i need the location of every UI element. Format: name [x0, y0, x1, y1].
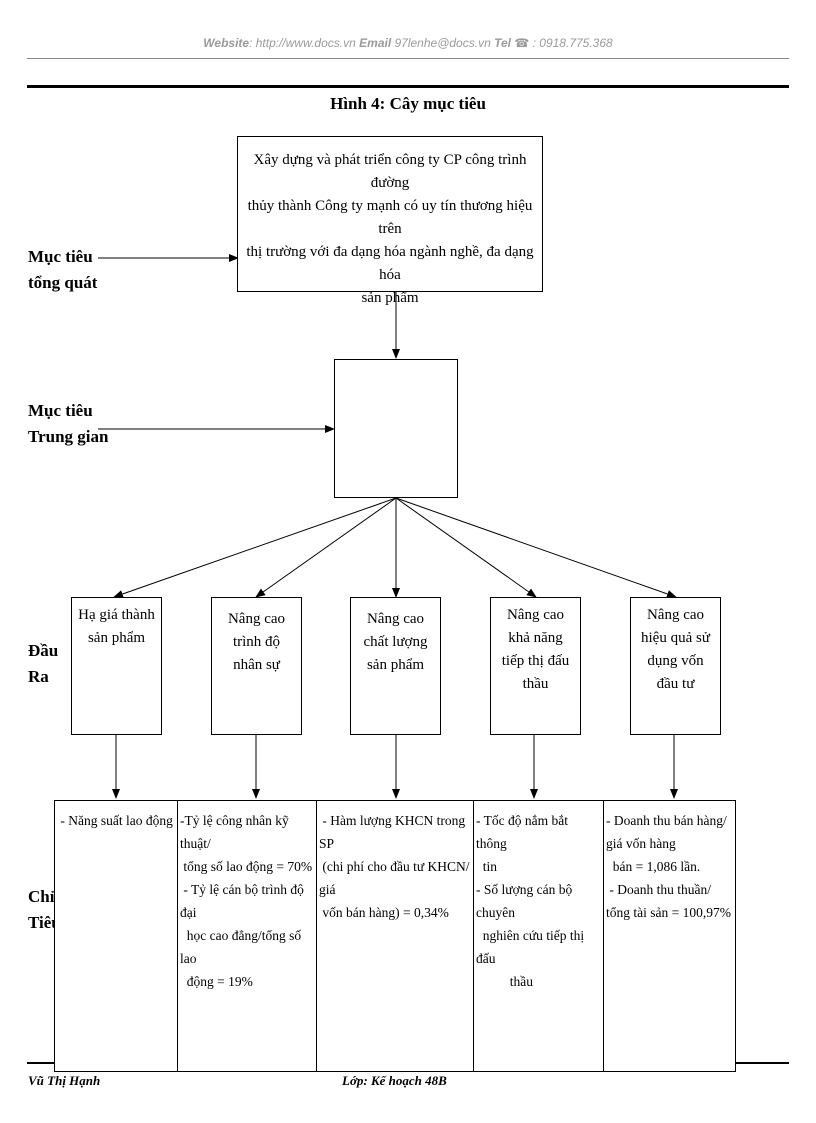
website-url[interactable]: : http://www.docs.vn — [249, 36, 356, 50]
footer-class: Lớp: Kế hoạch 48B — [342, 1073, 447, 1088]
label-line: Đầu — [28, 641, 59, 660]
website-label: Website — [203, 36, 250, 50]
indicator-line: - Hàm lượng KHCN trong SP — [319, 813, 469, 851]
output-line: sản phẩm — [366, 657, 425, 673]
footer-rule-left — [27, 1062, 55, 1064]
output-line: đầu tư — [656, 676, 695, 692]
indicator-line: bán = 1,086 lần. — [606, 859, 701, 874]
output-line: Nâng cao — [227, 611, 286, 627]
label-intermediate-goal: Mục tiêu Trung gian — [28, 398, 108, 450]
indicator-line: (chi phí cho đầu tư KHCN/ giá — [319, 859, 473, 897]
output-line: tiếp thị đấu — [501, 653, 570, 669]
indicator-line: tổng số lao động = 70% — [180, 859, 313, 874]
arrow-middle-to-output-1 — [113, 497, 397, 598]
output-box-staff-quality: Nâng cao trình độ nhân sự — [211, 597, 302, 735]
label-output: Đầu Ra — [28, 638, 58, 690]
output-box-bidding-capacity: Nâng cao khả năng tiếp thị đấu thầu — [490, 597, 581, 735]
page-header: Website: http://www.docs.vn Email 97lenh… — [0, 36, 816, 50]
indicator-line: - Doanh thu bán hàng/ — [606, 813, 727, 828]
footer-author: Vũ Thị Hạnh — [28, 1073, 101, 1088]
indicator-line: tổng tài sản = 100,97% — [606, 905, 731, 920]
output-box-capital-efficiency: Nâng cao hiệu quả sử dụng vốn đầu tư — [630, 597, 721, 735]
indicator-column-1: - Năng suất lao động — [54, 800, 178, 1072]
indicator-line: tin — [476, 859, 498, 874]
indicator-line: học cao đẳng/tổng số lao — [180, 928, 305, 966]
indicator-line: - Tỷ lệ cán bộ trình độ đại — [180, 882, 308, 920]
footer-rule-right — [735, 1062, 789, 1064]
output-line: khả năng — [508, 630, 563, 646]
goal-line: thị trường với đa dạng hóa ngành nghề, đ… — [246, 244, 534, 283]
indicator-column-4: - Tốc độ nắm bắt thông tin - Số lượng cá… — [473, 800, 604, 1072]
output-line: sản phẩm — [87, 630, 146, 646]
label-indicators: Chỉ Tiêu — [28, 884, 61, 936]
header-rule-thin — [27, 58, 789, 59]
arrow-middle-to-output-4 — [395, 497, 537, 598]
general-goal-box: Xây dựng và phát triển công ty CP công t… — [237, 136, 543, 306]
goal-line: Xây dựng và phát triển công ty CP công t… — [253, 152, 527, 191]
indicator-column-5: - Doanh thu bán hàng/ giá vốn hàng bán =… — [603, 800, 736, 1072]
indicator-column-3: - Hàm lượng KHCN trong SP (chi phí cho đ… — [316, 800, 474, 1072]
output-line: dụng vốn — [647, 653, 704, 669]
label-line: tổng quát — [28, 273, 98, 292]
arrow-middle-to-output-5 — [395, 497, 677, 598]
label-line: Tiêu — [28, 913, 61, 932]
goal-line: thủy thành Công ty mạnh có uy tín thương… — [247, 198, 533, 237]
arrow-middle-to-output-2 — [255, 497, 397, 598]
indicator-line: -Tỷ lệ công nhân kỹ thuật/ — [180, 813, 293, 851]
output-line: thầu — [522, 676, 549, 692]
figure-title: Hình 4: Cây mục tiêu — [330, 94, 486, 113]
goal-line: sản phẩm — [361, 290, 419, 306]
email-label: Email — [359, 36, 392, 50]
output-line: Nâng cao — [366, 611, 425, 627]
output-line: hiệu quả sử — [641, 630, 710, 646]
output-line: Nâng cao — [646, 607, 705, 623]
header-rule-thick — [27, 85, 789, 88]
indicator-line: - Tốc độ nắm bắt thông — [476, 813, 572, 851]
indicator-line: vốn bán hàng) = 0,34% — [319, 905, 449, 920]
output-box-reduce-cost: Hạ giá thành sản phẩm — [71, 597, 162, 735]
output-line: Hạ giá thành — [78, 607, 155, 623]
indicator-line: - Năng suất lao động — [57, 813, 173, 828]
output-line: Nâng cao — [506, 607, 565, 623]
tel-label: Tel — [494, 36, 511, 50]
indicator-line: động = 19% — [180, 974, 253, 989]
output-box-product-quality: Nâng cao chất lượng sản phẩm — [350, 597, 441, 735]
indicator-column-2: -Tỷ lệ công nhân kỹ thuật/ tổng số lao đ… — [177, 800, 317, 1072]
intermediate-goal-box — [334, 359, 458, 498]
label-line: Chỉ — [28, 887, 55, 906]
tel-value: ☎ : 0918.775.368 — [511, 36, 613, 50]
label-line: Mục tiêu — [28, 401, 93, 420]
output-line: trình độ — [232, 634, 281, 650]
indicator-line: - Doanh thu thuần/ — [606, 882, 711, 897]
label-general-goal: Mục tiêu tổng quát — [28, 244, 97, 296]
output-line: nhân sự — [233, 657, 280, 673]
indicator-line: nghiên cứu tiếp thị đấu — [476, 928, 588, 966]
label-line: Mục tiêu — [28, 247, 93, 266]
indicator-line: giá vốn hàng — [606, 836, 676, 851]
indicator-line: - Số lượng cán bộ chuyên — [476, 882, 576, 920]
label-line: Ra — [28, 667, 49, 686]
indicator-line: thầu — [476, 974, 533, 989]
label-line: Trung gian — [28, 427, 109, 446]
email-value[interactable]: 97lenhe@docs.vn — [391, 36, 491, 50]
output-line: chất lượng — [363, 634, 428, 650]
